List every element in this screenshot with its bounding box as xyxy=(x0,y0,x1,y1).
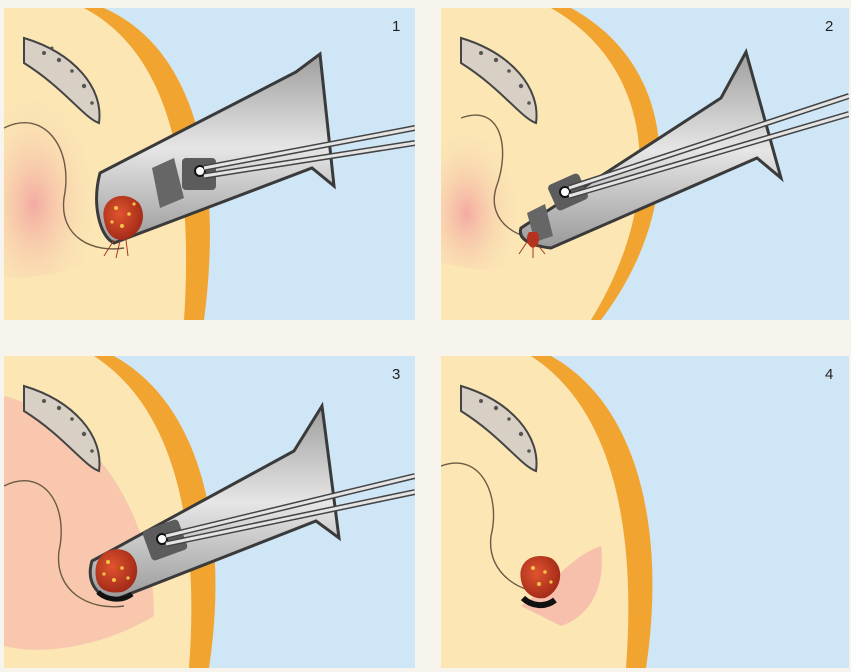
panel-2: 2 xyxy=(441,8,849,320)
panel-3: 3 xyxy=(4,356,415,668)
panel-number: 3 xyxy=(392,366,400,383)
illustration-banded-lesion xyxy=(441,356,849,668)
illustration-polyp-resected xyxy=(4,356,415,668)
panel-4: 4 xyxy=(441,356,849,668)
panel-number: 4 xyxy=(825,366,833,383)
panel-number: 1 xyxy=(392,18,400,35)
panel-1: 1 xyxy=(4,8,415,320)
panel-number: 2 xyxy=(825,18,833,35)
illustration-polyp-grasped xyxy=(4,8,415,320)
illustration-polyp-aspirated xyxy=(441,8,849,320)
